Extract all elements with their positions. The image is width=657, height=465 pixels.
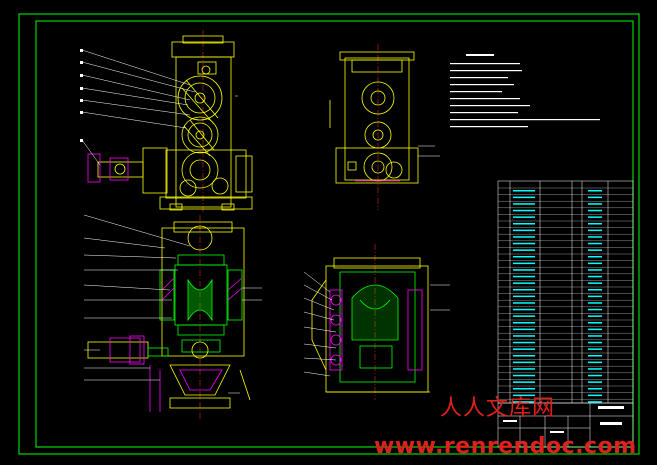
worm-section-leaders xyxy=(303,271,450,377)
table-cell-mark xyxy=(513,216,535,218)
table-cell-mark xyxy=(513,282,535,284)
table-cell-mark xyxy=(588,315,602,317)
table-cell-mark xyxy=(513,355,535,357)
table-cell-mark xyxy=(513,203,535,205)
table-cell-mark xyxy=(513,223,535,225)
table-cell-mark xyxy=(588,355,602,357)
table-cell-mark xyxy=(513,262,535,265)
table-cell-mark xyxy=(588,216,602,218)
table-cell-mark xyxy=(513,388,535,390)
title-block xyxy=(497,402,634,448)
front-view-leaders xyxy=(81,49,238,166)
technical-requirements xyxy=(450,54,600,128)
table-cell-mark xyxy=(588,341,602,344)
table-cell-mark xyxy=(513,381,535,383)
table-cell-mark xyxy=(588,328,602,331)
table-cell-mark xyxy=(513,361,535,364)
table-cell-mark xyxy=(588,262,602,265)
worm-section-view xyxy=(311,244,430,400)
parts-list-table xyxy=(497,180,634,404)
parts-list-rows xyxy=(498,187,633,403)
table-cell-mark xyxy=(588,381,602,383)
table-cell-mark xyxy=(588,249,602,251)
table-cell-mark xyxy=(588,394,602,397)
table-cell-mark xyxy=(588,229,602,232)
table-cell-mark xyxy=(513,269,535,271)
section-view xyxy=(87,215,251,420)
table-cell-mark xyxy=(513,335,535,337)
table-cell-mark xyxy=(513,256,535,258)
table-cell-mark xyxy=(588,308,602,311)
table-cell-mark xyxy=(588,348,602,350)
table-cell-mark xyxy=(513,302,535,304)
table-cell-mark xyxy=(513,394,535,397)
table-cell-mark xyxy=(513,229,535,232)
watermark-text-chinese: 人人文库网 xyxy=(440,396,556,421)
table-cell-mark xyxy=(588,361,602,364)
table-cell-mark xyxy=(588,295,602,298)
table-cell-mark xyxy=(513,295,535,298)
table-cell-mark xyxy=(588,196,602,199)
table-cell-mark xyxy=(588,322,602,324)
table-cell-mark xyxy=(513,242,535,245)
table-cell-mark xyxy=(588,236,602,238)
table-cell-mark xyxy=(513,348,535,350)
table-cell-mark xyxy=(513,341,535,344)
table-cell-mark xyxy=(513,374,535,377)
table-cell-mark xyxy=(588,269,602,271)
section-view-leaders xyxy=(83,214,262,394)
table-cell-mark xyxy=(588,242,602,245)
table-cell-mark xyxy=(588,374,602,377)
table-cell-mark xyxy=(588,282,602,284)
table-cell-mark xyxy=(588,401,602,403)
table-cell-mark xyxy=(588,256,602,258)
table-cell-mark xyxy=(513,315,535,317)
table-cell-mark xyxy=(513,236,535,238)
table-cell-mark xyxy=(588,190,602,192)
front-view xyxy=(87,30,253,212)
outer-frame xyxy=(18,13,640,455)
side-view-leaders xyxy=(418,145,440,157)
table-cell-mark xyxy=(588,388,602,390)
table-cell-mark xyxy=(513,308,535,311)
side-view xyxy=(329,44,419,210)
table-cell-mark xyxy=(513,328,535,331)
table-cell-mark xyxy=(588,302,602,304)
table-cell-mark xyxy=(513,289,535,291)
table-cell-mark xyxy=(513,275,535,278)
table-cell-mark xyxy=(513,196,535,199)
table-cell-mark xyxy=(588,368,602,370)
title-block-text-marks xyxy=(503,406,624,433)
table-cell-mark xyxy=(513,190,535,192)
front-view-balloons xyxy=(80,49,83,142)
table-cell-mark xyxy=(588,203,602,205)
table-cell-mark xyxy=(513,322,535,324)
table-cell-mark xyxy=(588,335,602,337)
table-cell-mark xyxy=(588,275,602,278)
watermark-text-url: www.renrendoc.com xyxy=(374,434,637,459)
table-cell-mark xyxy=(513,249,535,251)
table-cell-mark xyxy=(513,209,535,212)
table-cell-mark xyxy=(588,289,602,291)
table-cell-mark xyxy=(588,223,602,225)
table-cell-mark xyxy=(513,368,535,370)
table-cell-mark xyxy=(513,401,535,403)
table-cell-mark xyxy=(588,209,602,212)
